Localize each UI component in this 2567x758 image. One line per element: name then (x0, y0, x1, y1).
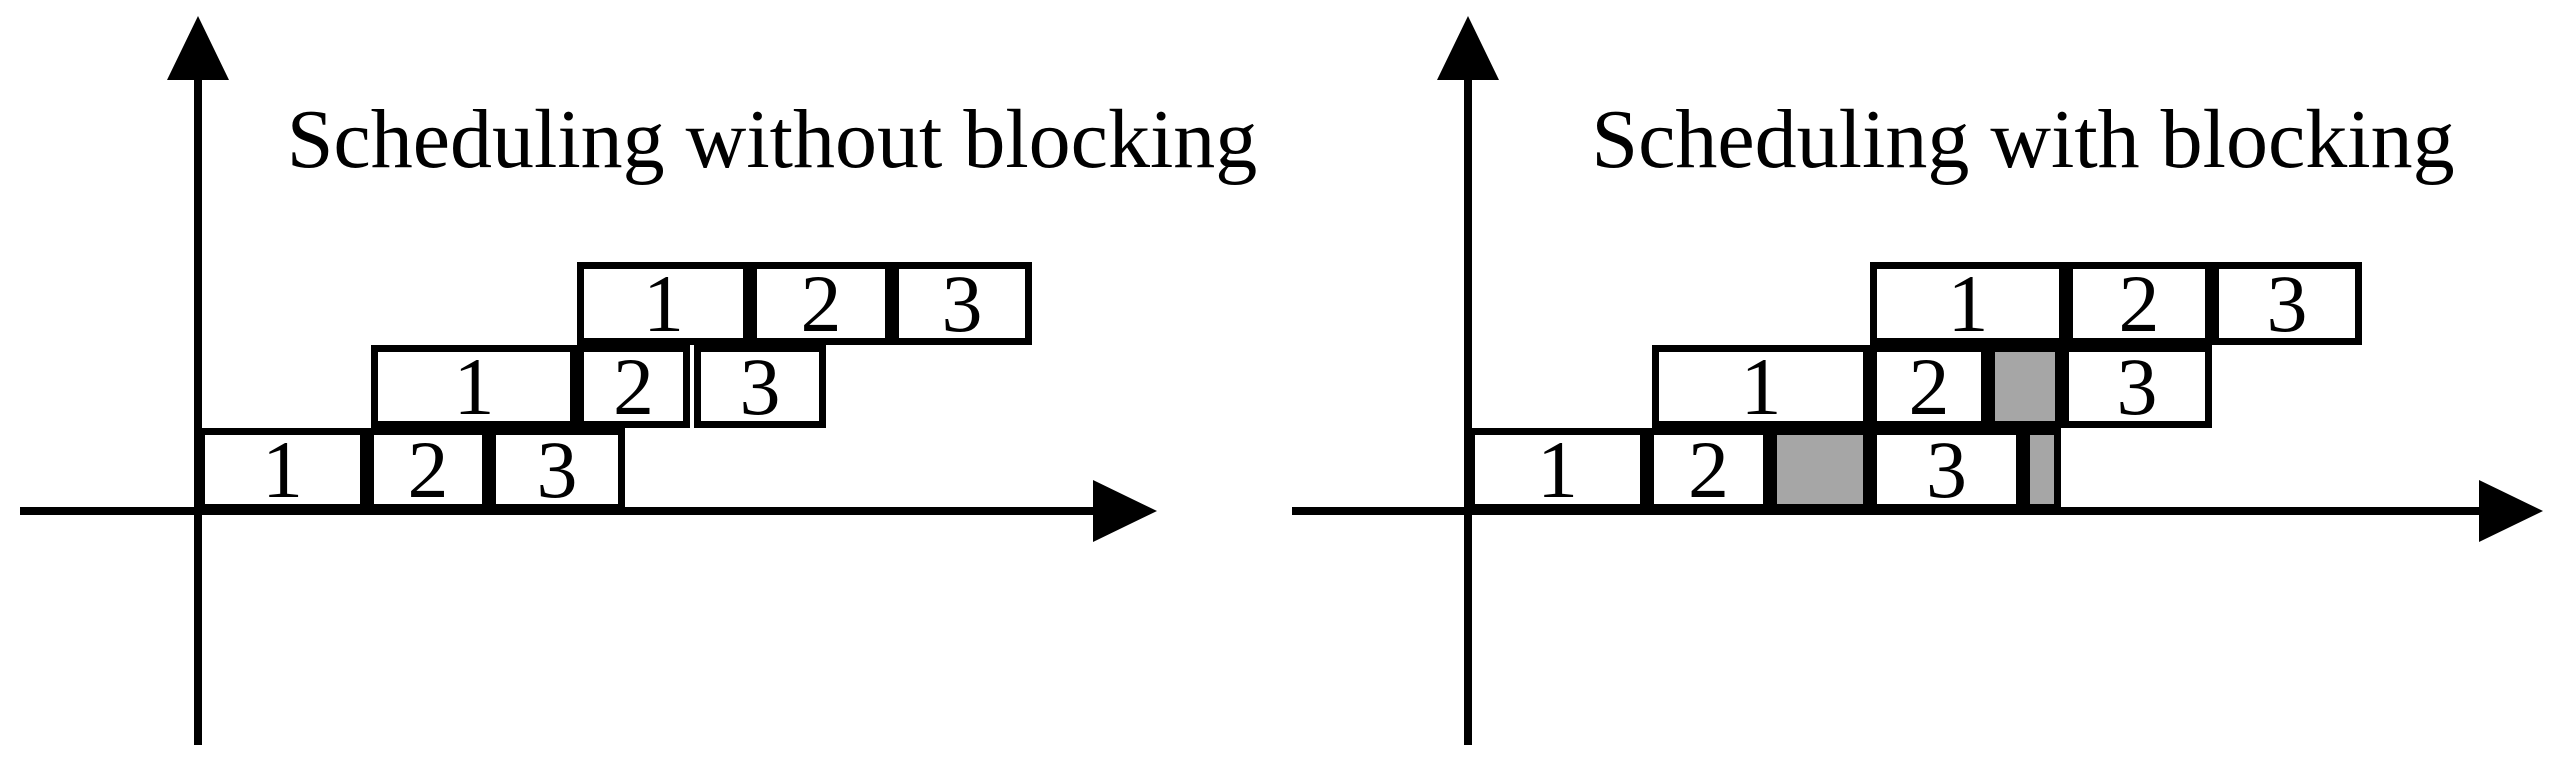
job-1-box: 1 (577, 262, 750, 345)
job-3-box: 3 (694, 345, 826, 428)
y-axis-line (194, 74, 202, 745)
job-2-box: 2 (367, 428, 489, 511)
y-axis-line (1464, 74, 1472, 745)
job-label: 1 (1947, 257, 1989, 349)
x-axis-line (1292, 507, 2485, 515)
job-label: 1 (453, 340, 495, 432)
job-label: 2 (613, 340, 654, 432)
job-2-box: 2 (1647, 428, 1770, 511)
job-label: 2 (407, 423, 449, 515)
job-label: 3 (2266, 257, 2308, 349)
job-label: 1 (1537, 423, 1578, 515)
blocked-interval-box (1770, 428, 1870, 511)
job-label: 2 (1908, 340, 1950, 432)
title-without-blocking: Scheduling without blocking (286, 93, 1258, 186)
job-label: 1 (1740, 340, 1782, 432)
y-axis-arrowhead (167, 16, 229, 80)
job-3-box: 3 (2062, 345, 2212, 428)
job-2-box: 2 (750, 262, 892, 345)
job-label: 3 (2116, 340, 2158, 432)
job-label: 1 (262, 423, 303, 515)
job-label: 3 (1926, 423, 1967, 515)
job-label: 3 (739, 340, 781, 432)
job-1-box: 1 (371, 345, 577, 428)
job-1-box: 1 (1870, 262, 2066, 345)
x-axis-line (20, 507, 1099, 515)
job-1-box: 1 (198, 428, 367, 511)
job-label: 3 (536, 423, 578, 515)
blocked-interval-box (2023, 428, 2061, 511)
job-label: 2 (1688, 423, 1729, 515)
job-1-box: 1 (1468, 428, 1647, 511)
job-3-box: 3 (2212, 262, 2362, 345)
job-label: 1 (643, 257, 684, 349)
job-1-box: 1 (1652, 345, 1870, 428)
job-3-box: 3 (892, 262, 1032, 345)
job-2-box: 2 (577, 345, 690, 428)
x-axis-arrowhead (2479, 480, 2543, 542)
job-3-box: 3 (1870, 428, 2023, 511)
job-label: 2 (800, 257, 842, 349)
job-label: 2 (2118, 257, 2160, 349)
job-label: 3 (941, 257, 983, 349)
y-axis-arrowhead (1437, 16, 1499, 80)
job-3-box: 3 (489, 428, 625, 511)
job-2-box: 2 (2066, 262, 2212, 345)
x-axis-arrowhead (1093, 480, 1157, 542)
title-with-blocking: Scheduling with blocking (1591, 93, 2455, 186)
job-2-box: 2 (1870, 345, 1988, 428)
blocked-interval-box (1988, 345, 2062, 428)
